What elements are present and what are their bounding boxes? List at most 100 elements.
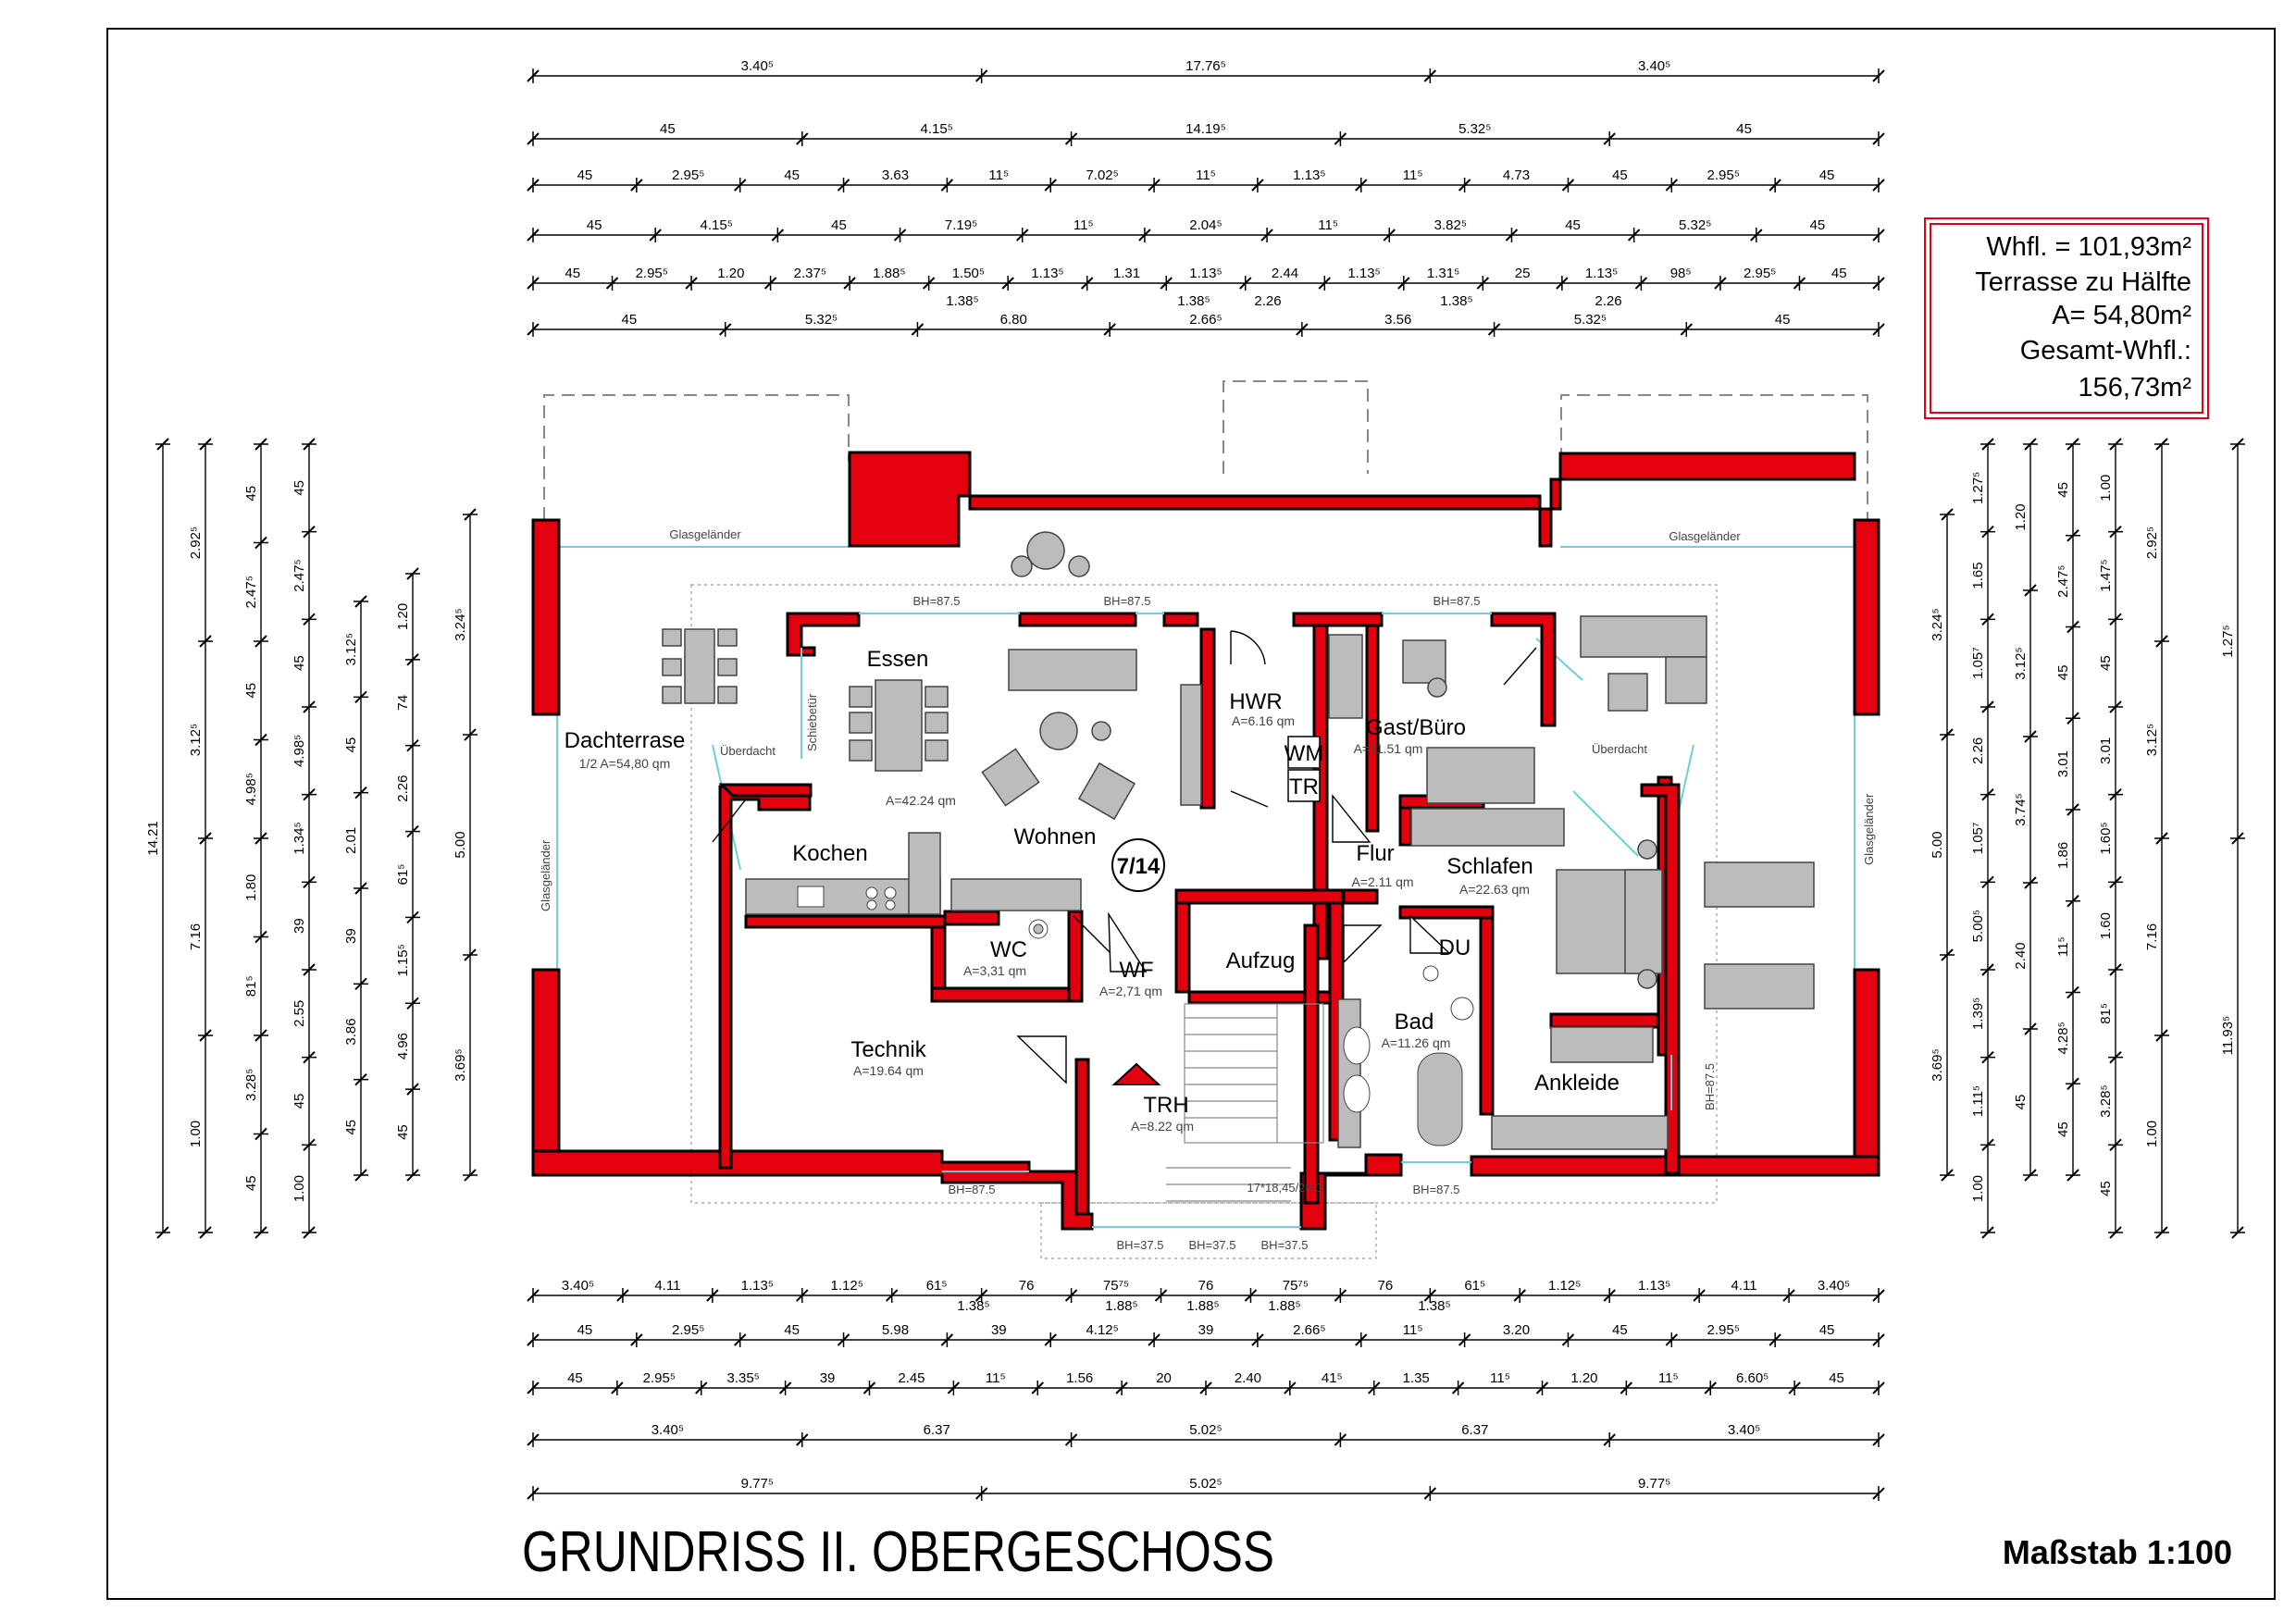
room-hwr-name: HWR — [1229, 689, 1282, 714]
dim-left-label: 39 — [343, 928, 359, 944]
dim-right-label: 3.01 — [2055, 750, 2071, 777]
info-line-1: Whfl. = 101,93m² — [1986, 232, 2191, 262]
dim-bottom-label: 45 — [1829, 1370, 1844, 1386]
dim-top-label: 3.40⁵ — [1638, 58, 1670, 74]
dim-bottom-label: 5.02⁵ — [1189, 1422, 1222, 1438]
bh-stair-1: BH=37.5 — [1117, 1238, 1164, 1252]
dim-top-label: 1.20 — [717, 266, 744, 281]
dim-bottom-label: 2.66⁵ — [1293, 1322, 1325, 1338]
terrace-table-set — [662, 628, 738, 704]
room-essen-name: Essen — [867, 647, 929, 672]
dim-bottom-label: 1.12⁵ — [831, 1278, 863, 1294]
dim-left-label: 5.00 — [453, 831, 468, 858]
dim-top-sub-label: 1.38⁵ — [1177, 293, 1210, 309]
dim-right-label: 3.12⁵ — [2144, 724, 2160, 756]
dim-top-sub-label: 1.38⁵ — [946, 293, 978, 309]
dim-left-label: 2.92⁵ — [188, 527, 204, 559]
room-dachterrasse-name: Dachterrase — [565, 728, 686, 753]
outer-wall-left-upper — [531, 518, 561, 716]
dim-top-label: 3.40⁵ — [741, 58, 774, 74]
dim-left-label: 4.96 — [395, 1033, 411, 1059]
dim-bottom-label: 61⁵ — [1464, 1278, 1485, 1294]
dim-right-label: 45 — [2098, 655, 2114, 671]
dim-left-label: 2.26 — [395, 775, 411, 802]
dim-top-label: 1.13⁵ — [1585, 266, 1618, 281]
dim-top-label: 45 — [1736, 121, 1752, 137]
bh-stair-2: BH=37.5 — [1189, 1238, 1236, 1252]
room-du-name: DU — [1439, 935, 1471, 960]
dim-left-label: 1.20 — [395, 603, 411, 630]
dim-bottom-label: 39 — [820, 1370, 836, 1386]
dim-top-label: 2.95⁵ — [1707, 167, 1740, 183]
dim-left-label: 2.55 — [292, 1000, 307, 1027]
dim-right-label: 1.20 — [2013, 503, 2029, 530]
dim-bottom-label: 2.95⁵ — [1707, 1322, 1740, 1338]
roof-overhang-right — [1560, 394, 1868, 520]
dim-top-label: 45 — [622, 312, 638, 328]
bh-right: BH=87.5 — [1703, 1063, 1717, 1110]
dim-bottom-label: 61⁵ — [926, 1278, 948, 1294]
dim-bottom-label: 1.13⁵ — [741, 1278, 774, 1294]
dim-left-label: 45 — [243, 486, 259, 502]
dim-top-label: 98⁵ — [1670, 266, 1692, 281]
dim-top-label: 45 — [577, 167, 593, 183]
living-area-info-box: Whfl. = 101,93m² Terrasse zu Hälfte A= 5… — [1924, 217, 2209, 419]
right-dimension-chains: 3.24⁵5.003.69⁵1.27⁵1.651.05⁷2.261.05⁷5.0… — [1930, 438, 2245, 1239]
sofa — [1008, 649, 1137, 691]
room-wohnen-name: Wohnen — [1014, 824, 1097, 849]
dim-right-label: 11.93⁵ — [2220, 1016, 2236, 1056]
dim-top-label: 45 — [784, 167, 800, 183]
dim-right-label: 1.05⁷ — [1970, 647, 1986, 679]
outer-wall-bottom — [531, 1149, 1094, 1231]
room-labels: Essen Wohnen A=42.24 qm Kochen HWR A=6.1… — [539, 527, 1876, 1252]
dim-left-label: 45 — [292, 655, 307, 671]
dim-top-label: 2.95⁵ — [672, 167, 704, 183]
dim-right-label: 1.60⁵ — [2098, 822, 2114, 854]
dim-top-label: 1.13⁵ — [1293, 167, 1325, 183]
room-ankleide-name: Ankleide — [1534, 1071, 1620, 1096]
dim-right-label: 7.16 — [2144, 923, 2160, 950]
dim-top-sub-label: 2.26 — [1254, 293, 1281, 309]
dim-bottom-sub-label: 1.38⁵ — [957, 1298, 989, 1314]
dim-left-label: 45 — [343, 737, 359, 753]
dim-right-label: 1.05⁷ — [1970, 823, 1986, 855]
dim-left-label: 45 — [395, 1124, 411, 1140]
dim-top-label: 4.15⁵ — [701, 217, 733, 233]
dim-top-label: 11⁵ — [988, 167, 1009, 183]
dim-top-label: 5.32⁵ — [1679, 217, 1711, 233]
dim-top-label: 11⁵ — [1318, 217, 1338, 233]
dim-right-label: 4.28⁵ — [2055, 1022, 2071, 1054]
bh-top-3: BH=87.5 — [1433, 594, 1481, 608]
dim-right-label: 1.39⁵ — [1970, 997, 1986, 1030]
info-line-3: A= 54,80m² — [2052, 301, 2191, 330]
dim-top-label: 14.19⁵ — [1185, 121, 1226, 137]
dim-top-label: 1.50⁵ — [952, 266, 985, 281]
dim-top-label: 5.32⁵ — [1458, 121, 1491, 137]
room-trh-name: TRH — [1143, 1093, 1188, 1118]
dim-top-label: 5.32⁵ — [1574, 312, 1607, 328]
dim-left-label: 74 — [395, 695, 411, 711]
info-line-5: 156,73m² — [2078, 373, 2191, 403]
bh-top-2: BH=87.5 — [1104, 594, 1151, 608]
dim-top-label: 45 — [587, 217, 602, 233]
dim-top-label: 45 — [565, 266, 580, 281]
dim-top-sub-label: 1.38⁵ — [1440, 293, 1472, 309]
dim-top-label: 2.95⁵ — [1744, 266, 1776, 281]
room-kochen-name: Kochen — [792, 841, 867, 866]
stair-note: 17*18,45/28,0 — [1247, 1181, 1322, 1195]
dim-left-label: 45 — [292, 1094, 307, 1109]
dim-top-label: 45 — [1831, 266, 1847, 281]
dim-bottom-label: 2.45 — [898, 1370, 925, 1386]
dim-top-label: 2.37⁵ — [794, 266, 826, 281]
dim-bottom-sub-label: 1.88⁵ — [1105, 1298, 1137, 1314]
dim-top-label: 1.13⁵ — [1189, 266, 1222, 281]
